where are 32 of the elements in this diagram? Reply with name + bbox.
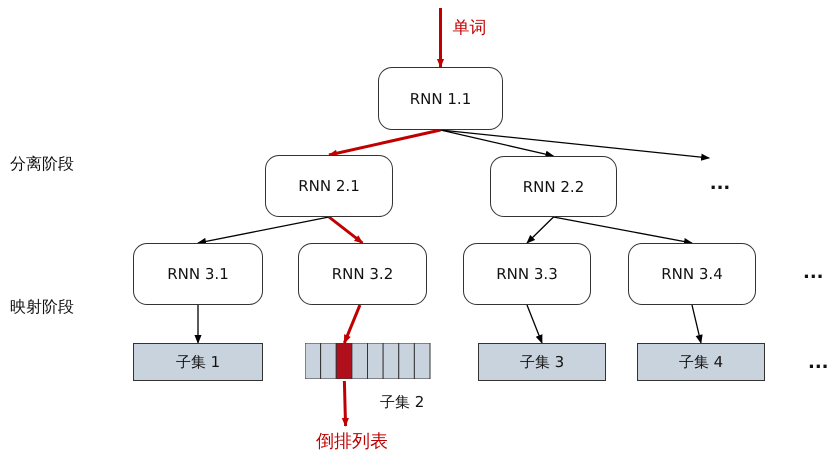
array-drawing: [305, 343, 432, 381]
arrow: [526, 216, 554, 244]
arrow: [197, 216, 330, 245]
process-box: RNN 3.3: [463, 243, 591, 305]
arrow: [328, 128, 441, 157]
subset-box: 子集 1: [133, 343, 263, 381]
node-text: ...: [702, 158, 738, 194]
ellipsis-text: ...: [803, 262, 824, 283]
stage-label: 分离阶段: [10, 154, 74, 175]
stage-label: 映射阶段: [10, 297, 74, 318]
arrow: [440, 129, 710, 161]
process-box: RNN 2.1: [265, 155, 393, 217]
arrow: [342, 380, 349, 427]
arrow: [342, 304, 362, 344]
arrow: [194, 305, 202, 344]
arrow: [553, 216, 693, 246]
process-box: RNN 3.4: [628, 243, 756, 305]
subset-box: 子集 4: [637, 343, 765, 381]
process-box: RNN 3.2: [298, 243, 427, 305]
arrow: [440, 129, 554, 158]
process-box: RNN 3.1: [133, 243, 263, 305]
arrow: [691, 304, 703, 344]
process-box: RNN 2.2: [490, 156, 617, 217]
edge-label: 单词: [452, 16, 486, 38]
arrow: [328, 216, 364, 244]
process-box: RNN 1.1: [378, 67, 503, 130]
ellipsis-text: ...: [808, 352, 827, 373]
node-text: 倒排列表: [306, 426, 398, 456]
arrow: [436, 8, 444, 68]
subset-box: 子集 3: [478, 343, 606, 381]
caption-text: 子集 2: [380, 393, 424, 412]
arrow: [526, 304, 543, 344]
